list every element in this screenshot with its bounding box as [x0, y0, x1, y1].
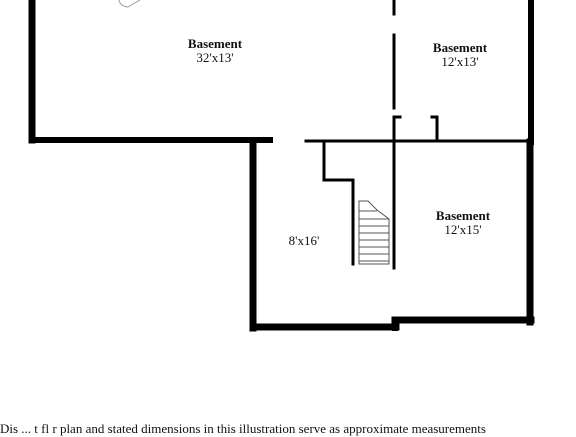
door-swing-icon [118, 0, 141, 8]
room-dimensions: 12'x15' [444, 222, 482, 237]
walls [28, 0, 535, 332]
room-label-basement-upper-right: Basement 12'x13' [433, 41, 487, 69]
room-label-basement-main: Basement 32'x13' [188, 37, 242, 65]
room-name: Basement [187, 36, 243, 51]
room-label-basement-lower-right: Basement 12'x15' [436, 209, 490, 237]
room-label-small: 8'x16' [289, 234, 320, 248]
room-dimensions: 12'x13' [441, 54, 479, 69]
room-name: Basement [435, 208, 491, 223]
staircase-icon [358, 200, 390, 265]
room-name: Basement [432, 40, 488, 55]
room-dimensions: 8'x16' [288, 233, 320, 248]
disclaimer-text: Dis ... t fl r plan and stated dimension… [0, 421, 486, 436]
room-dimensions: 32'x13' [196, 50, 234, 65]
